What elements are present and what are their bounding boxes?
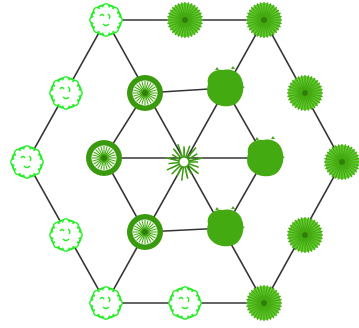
- t-right-mid-tree-icon: [324, 144, 359, 180]
- t-inner-left-tree-icon: [86, 140, 122, 176]
- t-center-tree-icon: [165, 143, 203, 181]
- t-right-1-tree-icon: [287, 75, 323, 111]
- t-inner-right-tree-icon: [247, 136, 285, 177]
- t-right-2-tree-icon: [287, 217, 323, 253]
- t-top-mid-tree-icon: [167, 2, 203, 38]
- t-top-right-tree-icon: [246, 2, 282, 38]
- t-bottom-right-tree-icon: [246, 285, 282, 321]
- t-inner-top-right-tree-icon: [207, 66, 245, 107]
- t-inner-bottom-right-tree-icon: [207, 206, 245, 247]
- t-left-1-tree-icon: [49, 76, 83, 110]
- t-bottom-mid-tree-icon: [168, 286, 202, 320]
- t-inner-top-left-tree-icon: [127, 75, 163, 111]
- t-top-left-tree-icon: [89, 3, 123, 37]
- t-bottom-left-tree-icon: [89, 286, 123, 320]
- t-inner-bottom-left-tree-icon: [127, 214, 163, 250]
- t-left-mid-tree-icon: [10, 145, 44, 179]
- diagram-nodes: [10, 2, 359, 321]
- t-left-2-tree-icon: [49, 218, 83, 252]
